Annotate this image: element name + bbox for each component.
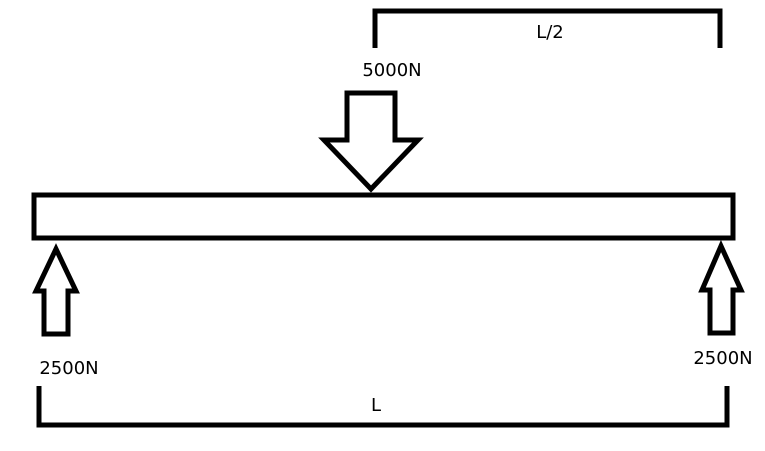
half-span-dimension: L/2 [372,8,723,48]
up-arrow-icon [698,239,745,336]
half-span-label: L/2 [536,22,564,43]
up-arrow-icon [32,243,80,337]
half-span-bracket [372,8,723,48]
down-arrow-icon [318,90,424,193]
full-span-dimension: L [36,386,730,428]
full-span-bracket [36,386,730,428]
right-reaction-label: 2500N [693,348,752,369]
right-reaction: 2500N [693,239,753,369]
full-span-label: L [371,395,381,416]
left-reaction: 2500N [32,243,99,379]
applied-load: 5000N [318,60,424,193]
left-reaction-label: 2500N [39,358,98,379]
applied-load-label: 5000N [362,60,421,81]
beam [31,192,736,241]
